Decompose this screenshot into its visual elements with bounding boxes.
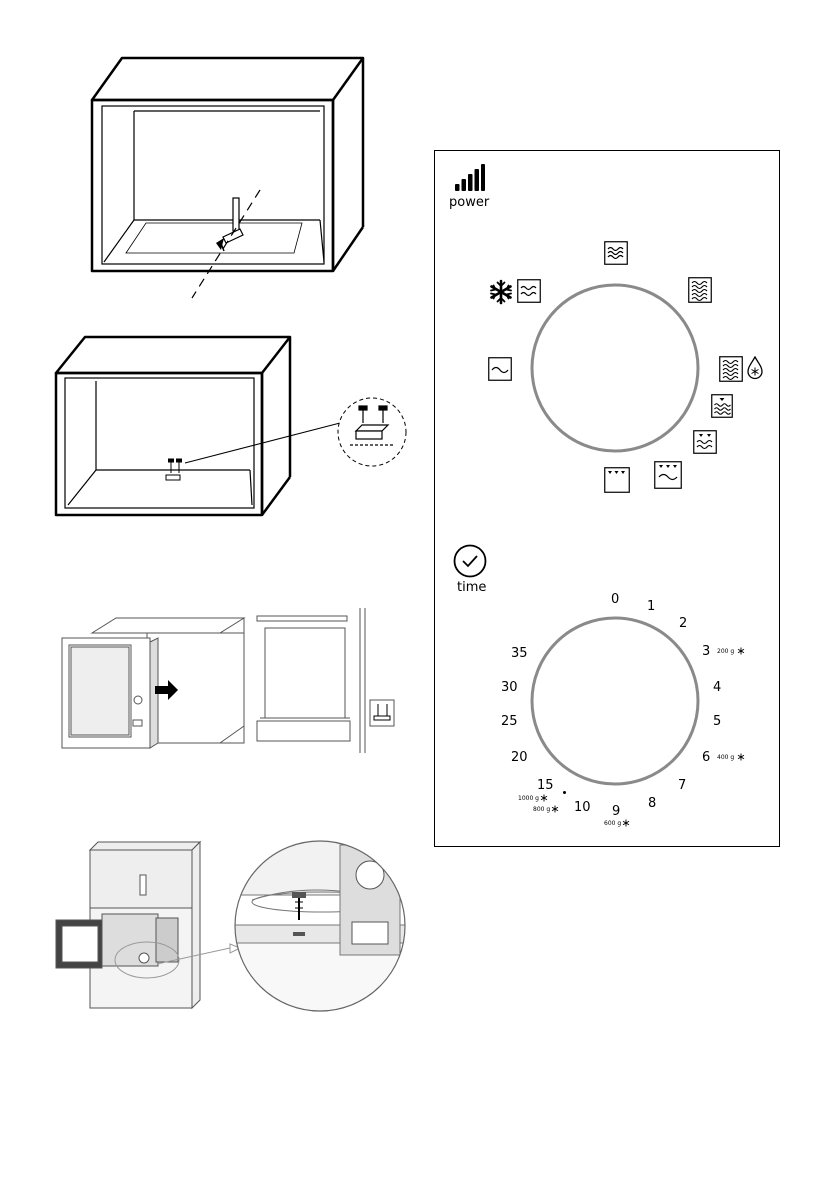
installation-step-2-illustration: [50, 335, 410, 520]
time-tick-4: 4: [713, 680, 721, 695]
weight-400g-label: 400 g: [717, 754, 734, 761]
time-tick-5: 5: [713, 714, 721, 729]
microwave-high-icon: [688, 277, 712, 303]
weight-600g-snowflake-icon: [622, 819, 630, 827]
time-tick-2: 2: [679, 616, 687, 631]
time-tick-15: 15: [537, 778, 554, 793]
time-tick-9: 9: [612, 804, 620, 819]
defrost-weight-icon: [746, 356, 764, 380]
time-tick-7: 7: [678, 778, 686, 793]
snowflake-icon: [488, 279, 514, 305]
time-tick-1: 1: [647, 599, 655, 614]
signal-bars-icon: [455, 164, 485, 192]
installation-step-4-illustration: [52, 840, 407, 1015]
time-tick-25: 25: [501, 714, 518, 729]
scale-dot: [563, 791, 566, 794]
clock-check-icon: [453, 544, 487, 578]
defrost-microwave-icon: [517, 279, 541, 303]
grill-microwave-combo-2-icon: [693, 430, 717, 454]
power-label: power: [449, 195, 489, 210]
power-knob[interactable]: [529, 282, 701, 454]
time-tick-0: 0: [611, 592, 619, 607]
microwave-medium-icon: [719, 356, 743, 382]
microwave-low-icon: [604, 241, 628, 265]
installation-step-3-illustration: [60, 608, 405, 753]
time-tick-6: 6: [702, 750, 710, 765]
weight-200g-snowflake-icon: [737, 647, 745, 655]
time-tick-10: 10: [574, 800, 591, 815]
time-tick-8: 8: [648, 796, 656, 811]
weight-1000g-label: 1000 g: [518, 795, 539, 802]
installation-step-1-illustration: [80, 55, 380, 305]
time-knob[interactable]: [529, 615, 701, 787]
time-tick-35: 35: [511, 646, 528, 661]
time-tick-20: 20: [511, 750, 528, 765]
weight-400g-snowflake-icon: [737, 753, 745, 761]
time-tick-30: 30: [501, 680, 518, 695]
time-label: time: [457, 580, 486, 595]
weight-800g-label: 800 g: [533, 806, 550, 813]
grill-microwave-combo-3-icon: [654, 461, 682, 489]
weight-600g-label: 600 g: [604, 820, 621, 827]
grill-icon: [604, 467, 630, 493]
grill-microwave-combo-1-icon: [711, 394, 733, 418]
weight-800g-snowflake-icon: [551, 805, 559, 813]
weight-1000g-snowflake-icon: [540, 794, 548, 802]
weight-200g-label: 200 g: [717, 648, 734, 655]
time-tick-3: 3: [702, 644, 710, 659]
keep-warm-icon: [488, 357, 512, 381]
